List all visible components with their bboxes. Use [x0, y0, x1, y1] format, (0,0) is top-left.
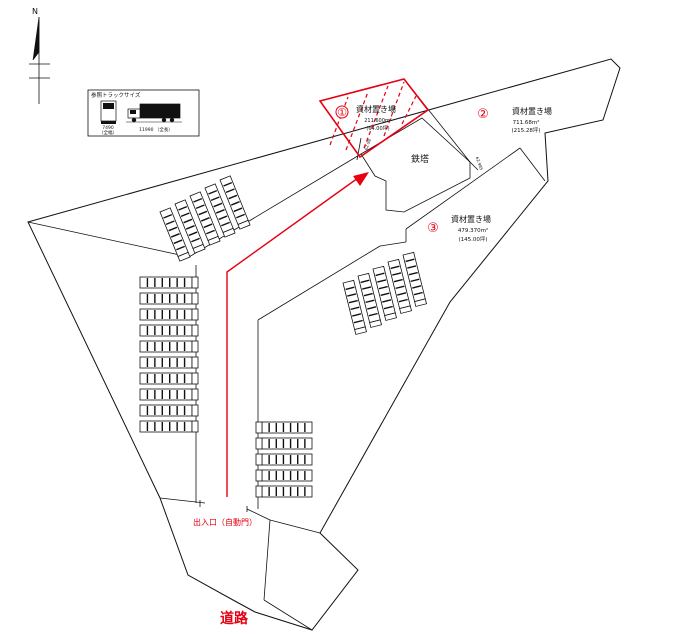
truck-group-upper-left — [159, 175, 251, 262]
north-arrow: N — [29, 7, 50, 104]
parked-truck — [139, 420, 199, 433]
area-3-tsubo: (145.00坪) — [458, 235, 487, 243]
parked-truck — [255, 437, 313, 450]
parked-truck — [204, 183, 236, 238]
area-1-number: ① — [337, 106, 347, 119]
area-2-storage: ② 資材置き場 711.68m² (215.28坪) — [477, 106, 552, 134]
dimension-right: 62.985 — [475, 156, 485, 171]
truck-group-bottom — [255, 421, 313, 498]
area-1-storage: ① 資材置き場 211.600m² (64.00坪) — [318, 78, 430, 159]
parked-truck — [342, 279, 367, 335]
road-label: 道路 — [220, 610, 249, 627]
parked-truck — [159, 207, 191, 262]
steel-tower-block — [360, 117, 471, 213]
parked-truck — [255, 469, 313, 482]
area-1-name: 資材置き場 — [356, 104, 396, 114]
legend-length-value: 11990 （全長） — [139, 126, 173, 133]
parked-truck — [139, 404, 199, 417]
entrance-label: 出入口（自動門） — [193, 517, 257, 527]
parked-truck — [255, 421, 313, 434]
legend-title: 参照トラックサイズ — [91, 91, 141, 99]
parked-truck — [387, 258, 412, 314]
parked-truck — [372, 265, 397, 321]
area-2-name: 資材置き場 — [512, 106, 552, 116]
parked-truck — [189, 191, 221, 246]
area-3-storage: ③ 資材置き場 479.370m² (145.00坪) — [427, 214, 491, 243]
parked-truck — [139, 388, 199, 401]
parked-truck — [139, 356, 199, 369]
area-3-size: 479.370m² — [458, 227, 488, 234]
parked-truck — [402, 251, 427, 307]
area-2-tsubo: (215.28坪) — [511, 126, 540, 134]
legend-width-value: 7490 — [102, 125, 114, 131]
truck-group-left — [139, 276, 199, 433]
area-1-tsubo: (64.00坪) — [366, 125, 389, 132]
area-3-number: ③ — [427, 221, 439, 236]
steel-tower-label: 鉄塔 — [411, 153, 429, 165]
area-2-size: 711.68m² — [513, 119, 540, 126]
inner-boundaries — [27, 78, 546, 631]
parked-truck — [139, 292, 199, 305]
parked-truck — [174, 199, 206, 254]
truck-side-icon — [126, 103, 182, 123]
truck-size-legend: 参照トラックサイズ 7490 （全幅） 11990 （全長） — [87, 89, 200, 137]
route-arrow — [226, 172, 369, 497]
area-1-size: 211.600m² — [364, 118, 392, 124]
parked-truck — [139, 324, 199, 337]
parked-truck — [139, 340, 199, 353]
legend-width-label: （全幅） — [99, 129, 117, 136]
parked-truck — [255, 453, 313, 466]
truck-front-icon — [100, 100, 117, 124]
dimension-marks: 62.98 62.985 — [356, 138, 485, 171]
parked-truck — [139, 276, 199, 289]
area-3-name: 資材置き場 — [451, 214, 491, 224]
dimension-left: 62.98 — [363, 138, 372, 151]
parked-truck — [219, 175, 251, 230]
area-2-number: ② — [477, 107, 489, 122]
parked-truck — [357, 272, 382, 328]
parked-truck — [255, 485, 313, 498]
parked-truck — [139, 372, 199, 385]
parked-truck — [139, 308, 199, 321]
site-boundary — [27, 58, 621, 631]
truck-group-center — [342, 251, 427, 335]
north-label: N — [32, 7, 38, 16]
